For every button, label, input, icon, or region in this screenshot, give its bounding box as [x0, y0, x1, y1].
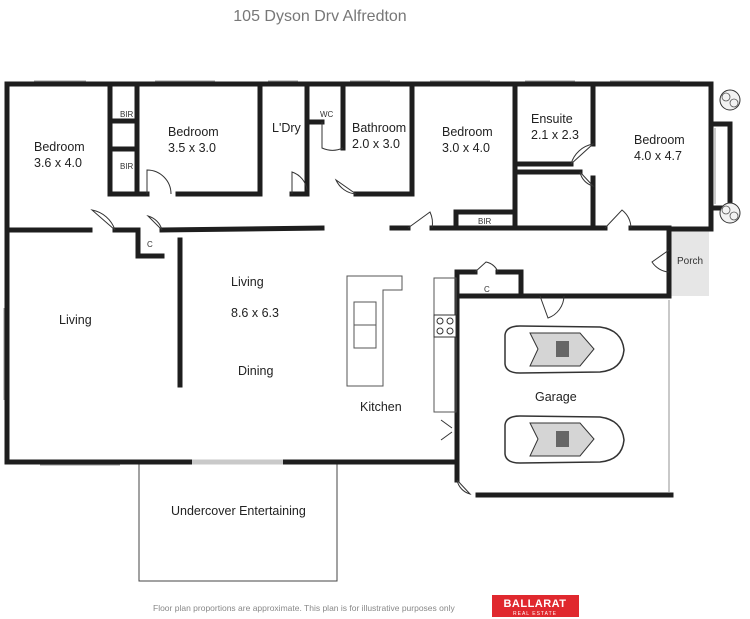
dining-label: Dining — [238, 364, 273, 378]
bir1-label: BIR — [120, 110, 134, 119]
cupboard1-label: C — [147, 240, 153, 249]
bedroom4-label: Bedroom — [634, 133, 685, 147]
cupboard2-label: C — [484, 285, 490, 294]
windows — [3, 80, 680, 492]
ensuite-size: 2.1 x 2.3 — [531, 128, 579, 142]
disclaimer-text: Floor plan proportions are approximate. … — [153, 603, 455, 613]
porch-area — [671, 231, 709, 296]
garage-label: Garage — [535, 390, 577, 404]
bir2-label: BIR — [120, 162, 134, 171]
laundry-label: L'Dry — [272, 121, 302, 135]
living-left-label: Living — [59, 313, 92, 327]
undercover-label: Undercover Entertaining — [171, 504, 306, 518]
bedroom4-size: 4.0 x 4.7 — [634, 149, 682, 163]
living-size: 8.6 x 6.3 — [231, 306, 279, 320]
shrub-icon — [719, 89, 741, 111]
logo-sub: REAL ESTATE — [513, 611, 557, 617]
bathroom-label: Bathroom — [352, 121, 406, 135]
bedroom1-label: Bedroom — [34, 140, 85, 154]
kitchen-label: Kitchen — [360, 400, 402, 414]
wc-label: WC — [320, 110, 334, 119]
undercover-area — [138, 463, 338, 582]
logo-badge — [492, 595, 579, 617]
logo-brand: BALLARAT — [503, 598, 566, 610]
agency-logo: BALLARAT REAL ESTATE — [492, 595, 579, 617]
cooktop — [433, 314, 457, 338]
doors — [90, 122, 670, 495]
car-icon — [504, 415, 625, 464]
shrub-icon — [719, 202, 741, 224]
living-label: Living — [231, 275, 264, 289]
bedroom3-label: Bedroom — [442, 125, 493, 139]
kitchen-island — [346, 275, 403, 387]
plan-title: 105 Dyson Drv Alfredton — [233, 8, 406, 25]
ensuite-label: Ensuite — [531, 112, 573, 126]
kitchen-bench — [433, 277, 457, 441]
bay-window — [708, 121, 733, 211]
interior-walls — [4, 81, 672, 388]
bedroom2-label: Bedroom — [168, 125, 219, 139]
porch-label: Porch — [677, 256, 703, 267]
bir3-label: BIR — [478, 217, 492, 226]
bedroom1-size: 3.6 x 4.0 — [34, 156, 82, 170]
bedroom3-size: 3.0 x 4.0 — [442, 141, 490, 155]
bedroom2-size: 3.5 x 3.0 — [168, 141, 216, 155]
car-icon — [504, 325, 625, 374]
bathroom-size: 2.0 x 3.0 — [352, 137, 400, 151]
